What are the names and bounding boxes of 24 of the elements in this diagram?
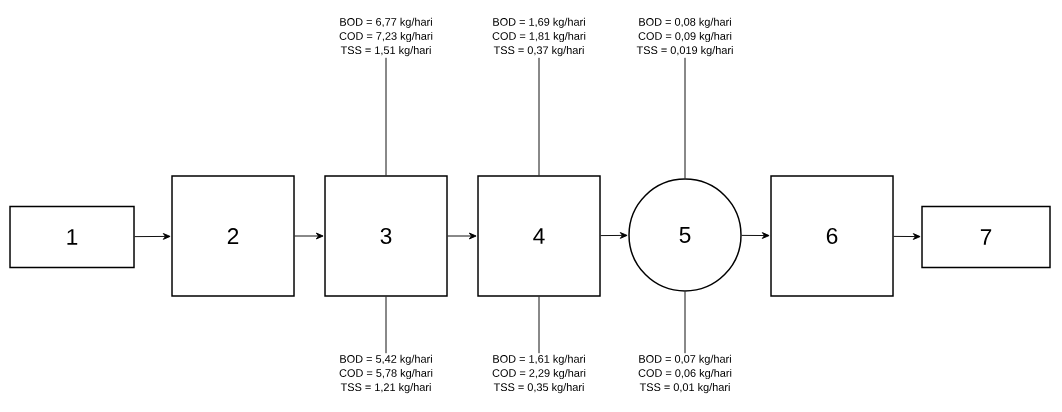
arrow [134, 233, 171, 240]
leader-line [538, 296, 540, 354]
load-values-text: BOD = 0,08 kg/hari COD = 0,09 kg/hari TSS = 0,019 kg/hari [636, 17, 733, 57]
load-values-text: BOD = 1,69 kg/hari COD = 1,81 kg/hari TSS = 0,37 kg/hari [492, 17, 586, 57]
load-values-text: BOD = 0,07 kg/hari COD = 0,06 kg/hari TSS = 0,01 kg/hari [638, 354, 732, 394]
leader-line [538, 57, 540, 176]
process-box: 6 [770, 175, 894, 297]
arrow [447, 232, 477, 240]
arrow [600, 232, 628, 239]
load-values-text: BOD = 5,42 kg/hari COD = 5,78 kg/hari TSS = 1,21 kg/hari [339, 354, 433, 394]
arrow [294, 232, 324, 240]
leader-line [684, 291, 686, 354]
arrow [741, 232, 770, 239]
load-values-text: BOD = 1,61 kg/hari COD = 2,29 kg/hari TSS = 0,35 kg/hari [492, 354, 586, 394]
leader-line [684, 57, 686, 179]
process-box: 1 [9, 205, 135, 269]
arrow [893, 233, 921, 240]
process-box: 3 [324, 175, 448, 297]
process-box: 2 [171, 175, 295, 297]
process-box: 4 [477, 175, 601, 297]
process-box: 7 [921, 205, 1051, 269]
leader-line [385, 57, 387, 176]
load-values-text: BOD = 6,77 kg/hari COD = 7,23 kg/hari TSS = 1,51 kg/hari [339, 17, 433, 57]
leader-line [385, 296, 387, 354]
